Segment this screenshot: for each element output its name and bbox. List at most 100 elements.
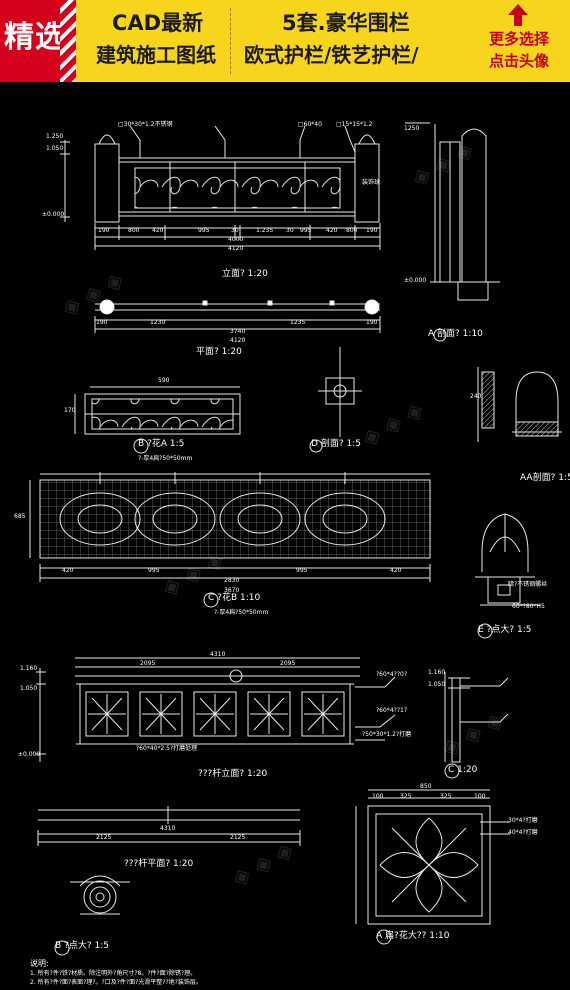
- up-arrow-icon: [508, 4, 528, 26]
- dim-total: 850: [420, 783, 432, 790]
- banner-title-cad: CAD最新: [112, 11, 204, 35]
- banner-subtitle-fence-types: 欧式护栏/铁艺护栏/: [244, 43, 419, 67]
- dim-label: 325: [440, 793, 452, 800]
- dim-label: 995: [300, 227, 312, 234]
- detail-title-text: ?花A 1:5: [147, 439, 185, 449]
- section-marker-letter: C: [448, 765, 455, 775]
- detail-title-text: 剖面? 1:5: [320, 439, 361, 449]
- leader-label: □60*40: [298, 121, 322, 128]
- badge-stripe-decoration: [60, 0, 76, 82]
- cad-drawing-sheet: ◈ ◈ ◈ ◈ ◈ ◈ ◈ ◈ ◈ ◈ ◈ ◈ ◈ ◈ ◈ ◈ ◈ ◈ 1.25…: [0, 82, 570, 990]
- dim-label: 420: [152, 227, 164, 234]
- dim-label: 2095: [140, 660, 156, 667]
- dim-label: 190: [366, 319, 378, 326]
- detail-b2-title: B ?点大? 1:5: [55, 942, 109, 951]
- section-marker-letter: A: [428, 329, 435, 339]
- detail-note: ?-厚4扁?50*50mm: [214, 609, 269, 616]
- dim-label: 100: [372, 793, 384, 800]
- railing-section-c-drawing: [444, 672, 509, 779]
- section-c-title: C 1:20: [448, 766, 477, 775]
- level-label: ±0.000: [404, 277, 427, 284]
- dim-label: 1235: [290, 319, 306, 326]
- dim-label: 1230: [150, 319, 166, 326]
- aa-section-title: AA剖面? 1:5: [520, 473, 570, 483]
- railing-elevation-drawing: [36, 657, 396, 762]
- detail-note: 暗?不锈钢螺丝: [508, 581, 548, 588]
- dim-total: 3740: [230, 328, 246, 335]
- note-line: 2. 所有?件?面?表面?理?。?口及?件?面?光滑平整??地?装饰层。: [30, 979, 202, 986]
- detail-e-title: E ?点大? 1:5: [478, 626, 531, 635]
- dim-total: 4120: [230, 337, 246, 344]
- dim-label: 590: [158, 377, 170, 384]
- dim-label: 995: [198, 227, 210, 234]
- section-title-text: 剖面? 1:10: [437, 329, 483, 339]
- dim-label: 800: [346, 227, 358, 234]
- level-label: 1.050: [20, 685, 38, 692]
- detail-d-drawing: [309, 347, 362, 453]
- detail-note: 60*?80*H5: [512, 603, 545, 610]
- detail-marker-letter: E: [478, 625, 484, 635]
- level-label: 1.160: [20, 665, 38, 672]
- dim-label: 190: [96, 319, 108, 326]
- dim-label: 420: [390, 567, 402, 574]
- dim-label: 190: [98, 227, 110, 234]
- banner-subtitle-drawings: 建筑施工图纸: [96, 43, 216, 67]
- dim-label: 2095: [280, 660, 296, 667]
- dim-label: 30: [286, 227, 294, 234]
- dim-label: 685: [14, 513, 26, 520]
- detail-c-title: C ?花B 1:10: [208, 594, 260, 603]
- leader-label: ?60*4??1?: [376, 707, 408, 714]
- detail-b2-ring-drawing: [54, 875, 130, 956]
- level-label: 1.050: [46, 145, 64, 152]
- detail-marker-letter: D: [311, 439, 318, 449]
- detail-note: ?-厚4扁?50*50mm: [138, 455, 193, 462]
- aa-section-drawing: [477, 367, 562, 442]
- dim-label: 2125: [96, 834, 112, 841]
- dim-label: 2125: [230, 834, 246, 841]
- more-choices-button[interactable]: 更多选择 点击头像: [470, 4, 568, 78]
- dim-label: 800: [128, 227, 140, 234]
- promo-banner: 精选 CAD最新 建筑施工图纸 5套.豪华围栏 欧式护栏/铁艺护栏/ 更多选择 …: [0, 0, 570, 82]
- level-label: 1250: [404, 125, 420, 132]
- leader-label: 装饰球: [362, 179, 381, 186]
- plan-view-drawing: [94, 299, 381, 333]
- detail-marker-letter: B: [138, 439, 145, 449]
- dim-label: 1.235: [256, 227, 274, 234]
- dim-total: 4120: [228, 245, 244, 252]
- dim-total: 4310: [210, 651, 226, 658]
- featured-badge: 精选: [0, 0, 76, 82]
- detail-b-ornament-drawing: [74, 386, 241, 454]
- detail-marker-letter: B: [55, 941, 62, 951]
- detail-marker-letter: C: [208, 593, 215, 603]
- dim-label: 190: [366, 227, 378, 234]
- detail-marker-letter: A: [376, 931, 383, 941]
- dim-label: 240: [470, 393, 482, 400]
- dim-label: 995: [148, 567, 160, 574]
- detail-note: ?60*40*2.5?打磨处理: [136, 745, 198, 752]
- level-label: ±0.000: [18, 751, 41, 758]
- level-label: 1.250: [46, 133, 64, 140]
- featured-badge-label: 精选: [4, 20, 66, 55]
- dim-total: 2830: [224, 577, 240, 584]
- detail-title-text: 扁?花大?? 1:10: [385, 931, 450, 941]
- cad-linework: [29, 122, 562, 956]
- square-ornament-drawing: [355, 789, 510, 945]
- detail-title-text: ?点大? 1:5: [64, 941, 109, 951]
- elevation-title: 立面? 1:20: [222, 269, 268, 279]
- more-choices-label: 更多选择: [488, 30, 549, 48]
- dim-label: 995: [296, 567, 308, 574]
- dim-label: 325: [400, 793, 412, 800]
- level-label: ±0.000: [42, 211, 65, 218]
- detail-b-title: B ?花A 1:5: [138, 440, 184, 449]
- banner-divider: [230, 8, 231, 74]
- dim-total: 4000: [228, 236, 244, 243]
- level-label: 1.050: [428, 681, 446, 688]
- railing-plan-drawing: [37, 806, 301, 846]
- detail-title-text: ?花B 1:10: [217, 593, 261, 603]
- top-elevation-drawing: [60, 125, 381, 250]
- click-avatar-label: 点击头像: [488, 52, 549, 70]
- note-line: 1. 所有?件?铁?材质。除注明外?角尺寸?8。?件?面?除锈?理。: [30, 970, 197, 977]
- detail-d-title: D 剖面? 1:5: [311, 440, 361, 449]
- banner-title-fence-sets: 5套.豪华围栏: [282, 11, 410, 35]
- dim-label: 30: [231, 227, 239, 234]
